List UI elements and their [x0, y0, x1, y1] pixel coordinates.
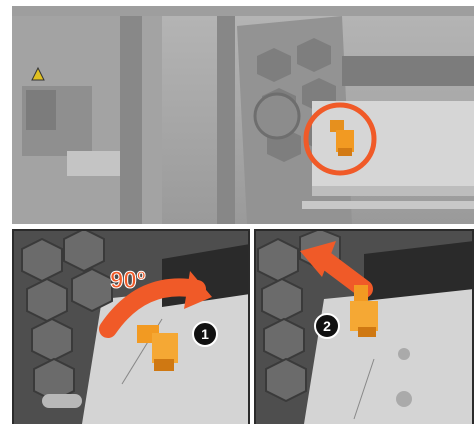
step-1-number: 1: [201, 326, 209, 342]
printer-overview-image: [12, 16, 474, 224]
step-1-panel: 90º 1: [12, 229, 250, 424]
rotation-angle-label: 90º: [110, 267, 145, 295]
step-2-number: 2: [323, 318, 331, 334]
header-bar: [12, 6, 474, 16]
step-2-badge: 2: [314, 313, 340, 339]
step-1-badge: 1: [192, 321, 218, 347]
step-2-panel: 2: [254, 229, 474, 424]
